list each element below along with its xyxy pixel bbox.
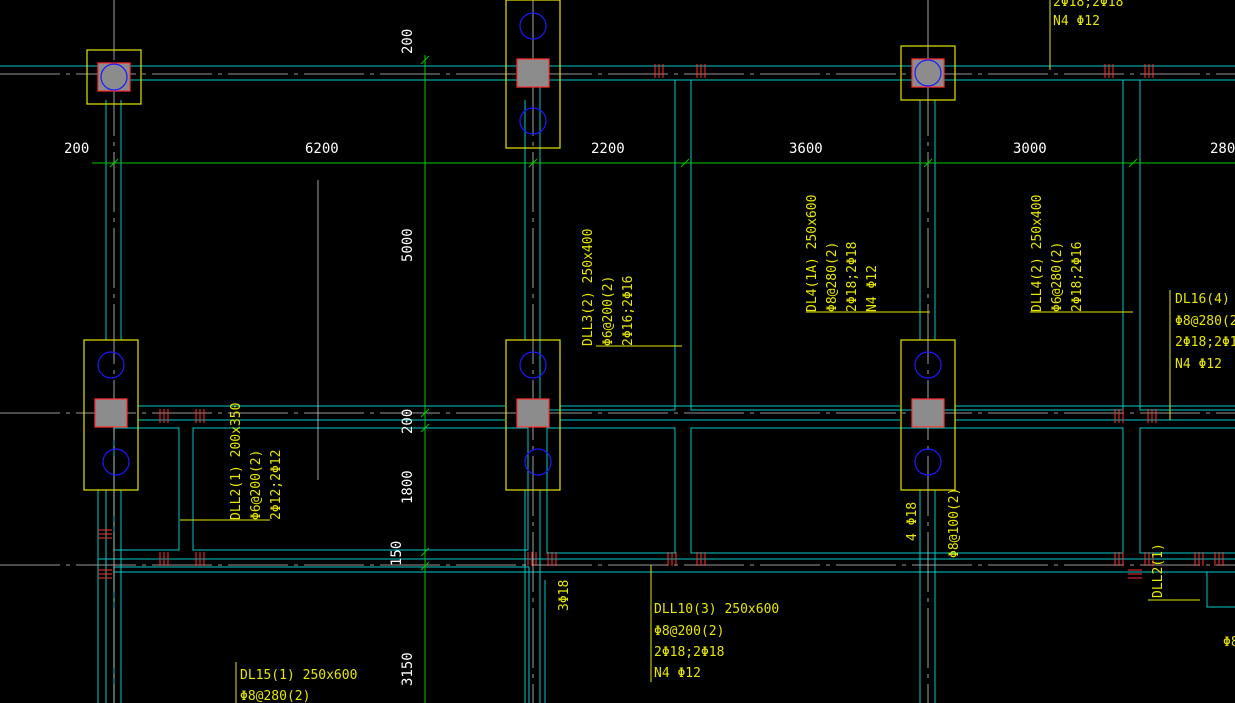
pile-cap — [505, 0, 561, 149]
label-dll2-3: 2Φ12;2Φ12 — [269, 450, 284, 520]
label-4phi18: 4 Φ18 — [905, 502, 920, 541]
columns-and-pile-caps — [83, 0, 956, 491]
column — [97, 62, 131, 92]
label-dl4-1: DL4(1A) 250x600 — [805, 195, 820, 312]
rebar-ticks — [98, 64, 1224, 579]
pile-cap — [900, 45, 956, 101]
room-outline — [1139, 79, 1235, 411]
beam-annotations: 2Φ18;2Φ18 N4 Φ12 DLL3(2) 250x400 Φ6@200(… — [229, 0, 1235, 703]
pile-cap — [900, 339, 956, 491]
room-outline — [539, 79, 676, 411]
room-outline — [1139, 427, 1235, 554]
column — [911, 398, 945, 428]
label-dl4-2: Φ8@280(2) — [825, 242, 840, 312]
label-dll3-2: Φ6@200(2) — [601, 276, 616, 346]
dimension-tick — [528, 158, 538, 168]
label-dl16-2: Φ8@280(2 — [1175, 314, 1235, 329]
label-dll10-3: 2Φ18;2Φ18 — [654, 645, 724, 660]
dim-text-5000: 5000 — [400, 228, 416, 262]
pile-circle — [914, 59, 942, 87]
label-3phi18: 3Φ18 — [557, 580, 572, 611]
dimension-tick — [420, 408, 430, 418]
dim-text-6200: 6200 — [305, 141, 339, 157]
label-dl15-2: Φ8@280(2) — [240, 689, 310, 703]
pile-circle — [102, 448, 130, 476]
label-dll10-1: DLL10(3) 250x600 — [654, 602, 779, 617]
label-dl16-3: 2Φ18;2Φ16 — [1175, 335, 1235, 350]
dimension-tick — [923, 158, 933, 168]
room-outline — [1206, 571, 1235, 608]
dim-text-3150: 3150 — [400, 652, 416, 686]
dim-text-2200: 2200 — [591, 141, 625, 157]
pile-circle — [914, 448, 942, 476]
label-dl4-3: 2Φ18;2Φ18 — [845, 242, 860, 312]
column — [94, 398, 128, 428]
dimension-tick — [420, 55, 430, 65]
pile-circle — [524, 448, 552, 476]
label-dl15-1: DL15(1) 250x600 — [240, 668, 357, 683]
label-dll3-1: DLL3(2) 250x400 — [581, 229, 596, 346]
label-dll4-3: 2Φ18;2Φ16 — [1070, 242, 1085, 312]
label-dll4-1: DLL4(2) 250x400 — [1030, 195, 1045, 312]
pile-cap — [505, 339, 561, 491]
dim-text-1800: 1800 — [400, 470, 416, 504]
pile-circle — [97, 351, 125, 379]
room-outline — [690, 427, 1124, 554]
dim-text-200-a: 200 — [400, 29, 416, 54]
room-outline — [690, 79, 1124, 411]
column — [911, 58, 945, 88]
dim-text-200-top: 200 — [64, 141, 89, 157]
label-phi8-100: Φ8@100(2) — [947, 488, 962, 558]
label-top-right-1: 2Φ18;2Φ18 — [1053, 0, 1123, 10]
label-dll2-right: DLL2(1) — [1151, 543, 1166, 598]
beam-outlines — [0, 65, 1235, 703]
column — [516, 398, 550, 428]
top-dimension-texts: 200 6200 2200 3600 3000 280 — [64, 141, 1235, 157]
dim-text-3600: 3600 — [789, 141, 823, 157]
label-dl16-4: N4 Φ12 — [1175, 357, 1222, 372]
dimension-tick — [109, 158, 119, 168]
pile-cap — [86, 49, 142, 105]
label-edge-phi8: Φ8 — [1223, 635, 1235, 650]
dim-text-200-b: 200 — [400, 409, 416, 434]
label-dll4-2: Φ6@280(2) — [1050, 242, 1065, 312]
column — [516, 58, 550, 88]
pile-circle — [519, 351, 547, 379]
room-outline — [192, 427, 529, 551]
left-dimension-texts: 200 5000 200 1800 150 3150 — [389, 29, 416, 686]
label-dll10-4: N4 Φ12 — [654, 666, 701, 681]
pile-circle — [100, 63, 128, 91]
dim-text-280: 280 — [1210, 141, 1235, 157]
pile-circle — [519, 107, 547, 135]
dim-text-150: 150 — [389, 541, 405, 566]
dimension-lines — [92, 0, 1235, 703]
dimension-tick — [420, 561, 430, 571]
dimension-tick — [680, 158, 690, 168]
label-dll10-2: Φ8@200(2) — [654, 624, 724, 639]
dimension-tick — [420, 547, 430, 557]
dimension-tick — [420, 423, 430, 433]
pile-cap — [83, 339, 139, 491]
label-dl16-1: DL16(4) 250x — [1175, 292, 1235, 307]
label-top-right-2: N4 Φ12 — [1053, 14, 1100, 29]
pile-circle — [519, 12, 547, 40]
label-dl4-4: N4 Φ12 — [865, 265, 880, 312]
dimension-tick — [1128, 158, 1138, 168]
pile-circle — [914, 351, 942, 379]
label-dll2-2: Φ6@200(2) — [249, 450, 264, 520]
label-dll2-1: DLL2(1) 200x350 — [229, 403, 244, 520]
dim-text-3000: 3000 — [1013, 141, 1047, 157]
label-dll3-3: 2Φ16;2Φ16 — [621, 276, 636, 346]
